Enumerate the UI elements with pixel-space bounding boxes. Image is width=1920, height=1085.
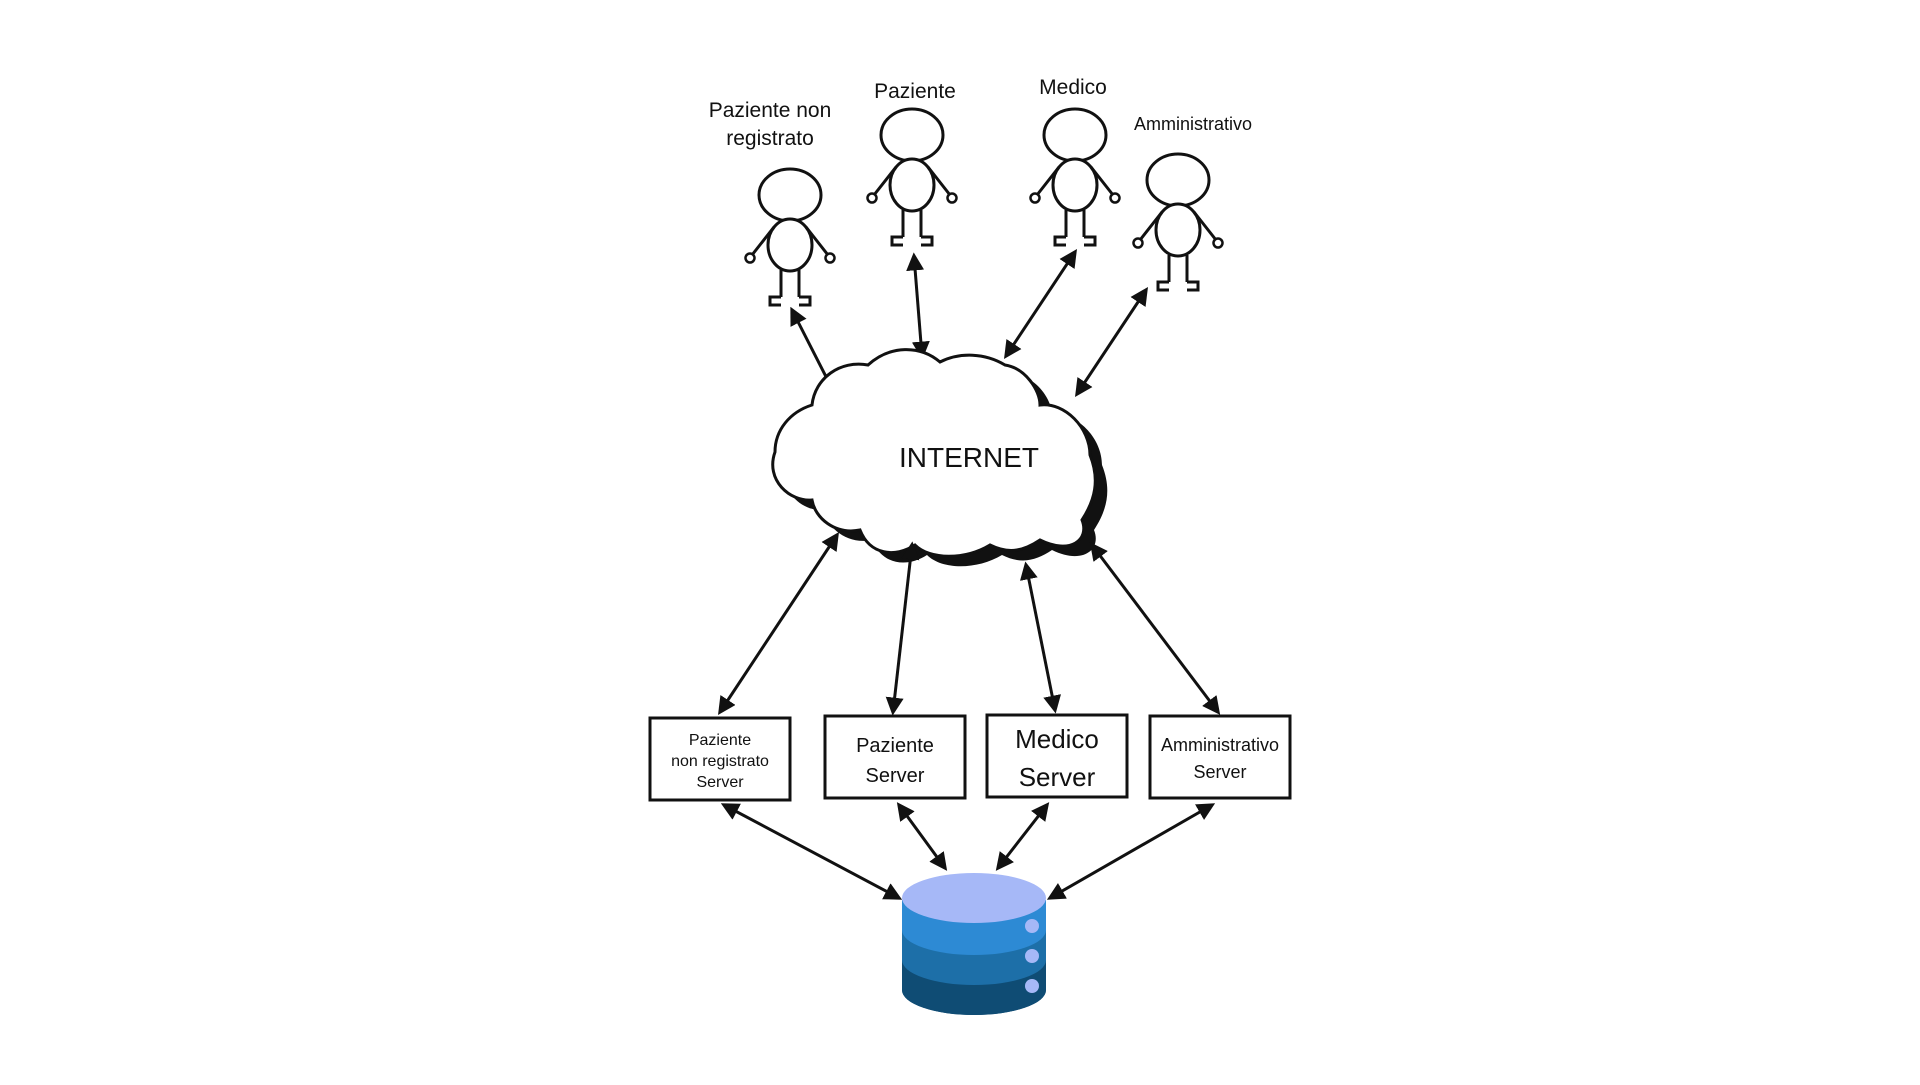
server1-line3: Server [696,774,744,791]
actor-medico-icon [1029,107,1121,247]
server4-line1: Amministrativo [1161,735,1279,755]
actor-label-paziente: Paziente [874,80,956,103]
server-medico: Medico Server [985,713,1129,799]
arrow-internet-server1 [718,531,839,716]
server3-line1: Medico [1015,724,1099,754]
server3-line2: Server [1019,762,1096,792]
server1-line1: Paziente [689,732,751,749]
server2-line1: Paziente [856,735,934,757]
actor-label-paziente-non-registrato-line1: Paziente non [709,99,832,122]
arrow-actor4-internet [1075,287,1148,397]
arrow-server3-db [995,802,1050,871]
actor-label-amministrativo: Amministrativo [1134,114,1252,134]
arrow-internet-server4 [1089,542,1221,715]
arrow-actor3-internet [1004,249,1077,359]
server4-line2: Server [1193,762,1246,782]
server2-line2: Server [866,765,925,787]
server-paziente: Paziente Server [823,714,967,800]
internet-label: INTERNET [899,442,1039,473]
internet-cloud: INTERNET [771,348,1108,567]
arrow-server1-db [720,803,903,900]
arrow-internet-server3 [1019,561,1062,714]
actor-amministrativo-icon [1132,152,1224,292]
actor-paziente-non-registrato-icon [744,167,836,307]
server1-line2: non registrato [671,753,769,770]
actor-paziente-icon [866,107,958,247]
arrow-internet-server2 [885,541,920,716]
actor-label-medico: Medico [1039,76,1107,99]
actor-label-paziente-non-registrato-line2: registrato [726,127,814,150]
arrow-server4-db [1046,803,1216,900]
database-icon [902,873,1046,1015]
arrow-server2-db [896,802,948,871]
server-amministrativo: Amministrativo Server [1148,714,1292,800]
arrow-actor2-internet [906,252,930,360]
server-paziente-non-registrato: Paziente non registrato Server [648,716,792,802]
